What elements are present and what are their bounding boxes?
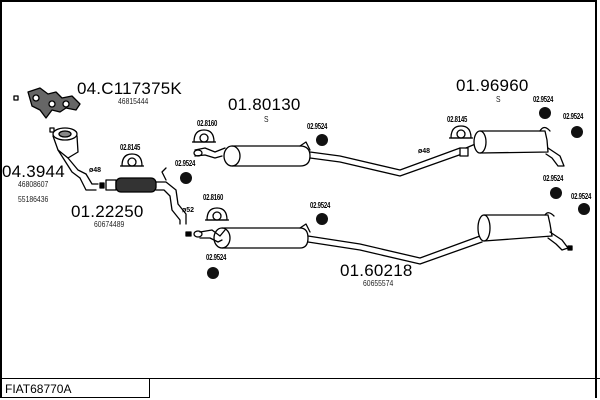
accessory-label: 02.9524 (206, 253, 227, 262)
accessory-label: 02.9524 (307, 122, 328, 131)
oem-number: 55186436 (18, 195, 49, 204)
pipe-clamp-icon (205, 207, 229, 221)
accessory-label: 02.8145 (120, 143, 141, 152)
catalyst-shape (52, 127, 99, 191)
accessory-label: 02.8160 (203, 193, 224, 202)
flex-pipe-shape (99, 167, 187, 225)
rubber-mount-icon (571, 126, 583, 138)
middle-silencer-upper-shape (193, 141, 469, 177)
oem-number: S (496, 95, 501, 104)
marker-square (49, 127, 55, 133)
accessory-label: 02.9524 (310, 201, 331, 210)
part-number-front-pipe: 01.22250 (71, 202, 144, 221)
marker-square (13, 95, 19, 101)
oem-number: 46815444 (118, 97, 149, 106)
diagram-code: FIAT68770A (5, 382, 72, 396)
part-number-middle-silencer: 01.80130 (228, 95, 301, 114)
rubber-mount-icon (316, 134, 328, 146)
diameter-label: ø52 (182, 207, 195, 214)
rear-silencer-upper-shape (465, 126, 565, 167)
rubber-mount-icon (207, 267, 219, 279)
rubber-mount-icon (180, 172, 192, 184)
oem-number: 46808607 (18, 180, 49, 189)
part-number-manifold: 04.C117375K (77, 79, 182, 98)
diagram-code-box: FIAT68770A (0, 378, 150, 398)
manifold-shape (27, 87, 81, 119)
pipe-clamp-icon (120, 153, 144, 167)
middle-silencer-lower-shape (193, 212, 573, 265)
accessory-label: 02.9524 (543, 174, 564, 183)
accessory-label: 02.9524 (533, 95, 554, 104)
accessory-label: 02.8160 (197, 119, 218, 128)
oem-number: 60655574 (363, 279, 394, 288)
accessory-label: 02.9524 (571, 192, 592, 201)
accessory-label: 02.9524 (563, 112, 584, 121)
accessory-label: 02.8145 (447, 115, 468, 124)
part-number-middle-rear-silencer: 01.60218 (340, 261, 413, 280)
pipe-clamp-icon (449, 125, 473, 139)
oem-number: 60674489 (94, 220, 125, 229)
diameter-label: ø48 (418, 148, 431, 155)
footer-divider (0, 378, 600, 379)
oem-number: S (264, 115, 269, 124)
diameter-label: ø48 (89, 167, 102, 174)
rubber-mount-icon (550, 187, 562, 199)
rubber-mount-icon (316, 213, 328, 225)
part-number-catalyst: 04.3944 (2, 162, 65, 181)
rubber-mount-icon (539, 107, 551, 119)
rubber-mount-icon (578, 203, 590, 215)
pipe-clamp-icon (192, 129, 216, 143)
part-number-rear-silencer: 01.96960 (456, 76, 529, 95)
accessory-label: 02.9524 (175, 159, 196, 168)
